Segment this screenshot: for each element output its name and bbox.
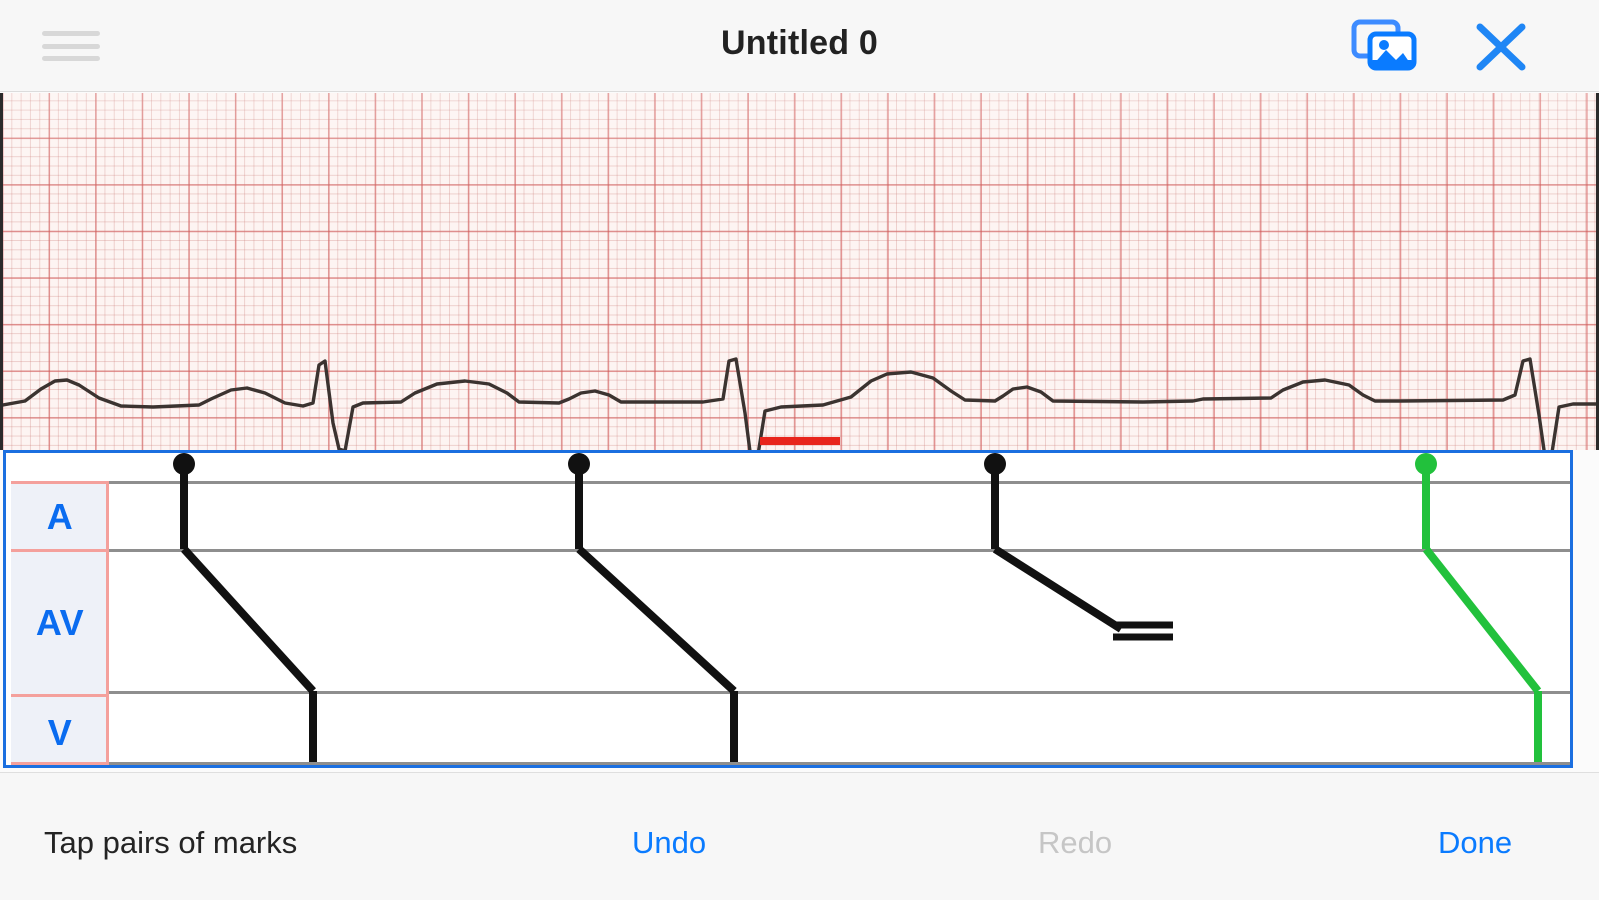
ecg-strip[interactable] (0, 93, 1599, 450)
page-title: Untitled 0 (721, 24, 878, 62)
mark-segment-av[interactable] (181, 546, 316, 694)
undo-button[interactable]: Undo (632, 825, 707, 860)
ecg-waveform (3, 357, 1596, 450)
done-button[interactable]: Done (1438, 825, 1513, 860)
conduction-mark-selected[interactable] (1415, 453, 1542, 762)
conduction-mark[interactable] (173, 453, 317, 762)
region-label-av[interactable]: AV (11, 552, 109, 697)
hamburger-line (42, 43, 100, 49)
zone-line-a-av (109, 549, 1570, 552)
zone-line-av-v (109, 691, 1570, 694)
mark-segment-av[interactable] (576, 546, 737, 694)
hamburger-line (42, 31, 100, 36)
zone-line-v-bottom (109, 762, 1570, 765)
redo-button: Redo (1038, 825, 1113, 860)
region-label-column: A AV V (11, 481, 109, 765)
close-x-icon[interactable] (1472, 20, 1530, 74)
region-label-v[interactable]: V (47, 711, 73, 753)
conduction-mark[interactable] (984, 453, 1173, 641)
region-label-a[interactable]: A (11, 484, 109, 552)
conduction-mark[interactable] (568, 453, 738, 762)
mark-segment-av-blocked[interactable] (992, 545, 1124, 633)
caliper-bar[interactable] (760, 437, 840, 445)
region-gridlines (109, 453, 1570, 765)
mark-segment-av[interactable] (1422, 546, 1542, 694)
ecg-grid-paper (3, 93, 1596, 450)
title-bar: Untitled 0 (0, 0, 1599, 92)
hamburger-line (42, 56, 100, 61)
hint-text: Tap pairs of marks (44, 825, 298, 860)
zone-line-a-top (109, 481, 1570, 484)
hamburger-menu-icon[interactable] (42, 26, 100, 66)
ladder-diagram[interactable]: A AV V (3, 450, 1573, 768)
bottom-toolbar: Tap pairs of marks Undo Redo Done (0, 772, 1599, 900)
photo-stack-icon[interactable] (1346, 16, 1420, 76)
conduction-marks-layer[interactable] (6, 453, 1576, 765)
